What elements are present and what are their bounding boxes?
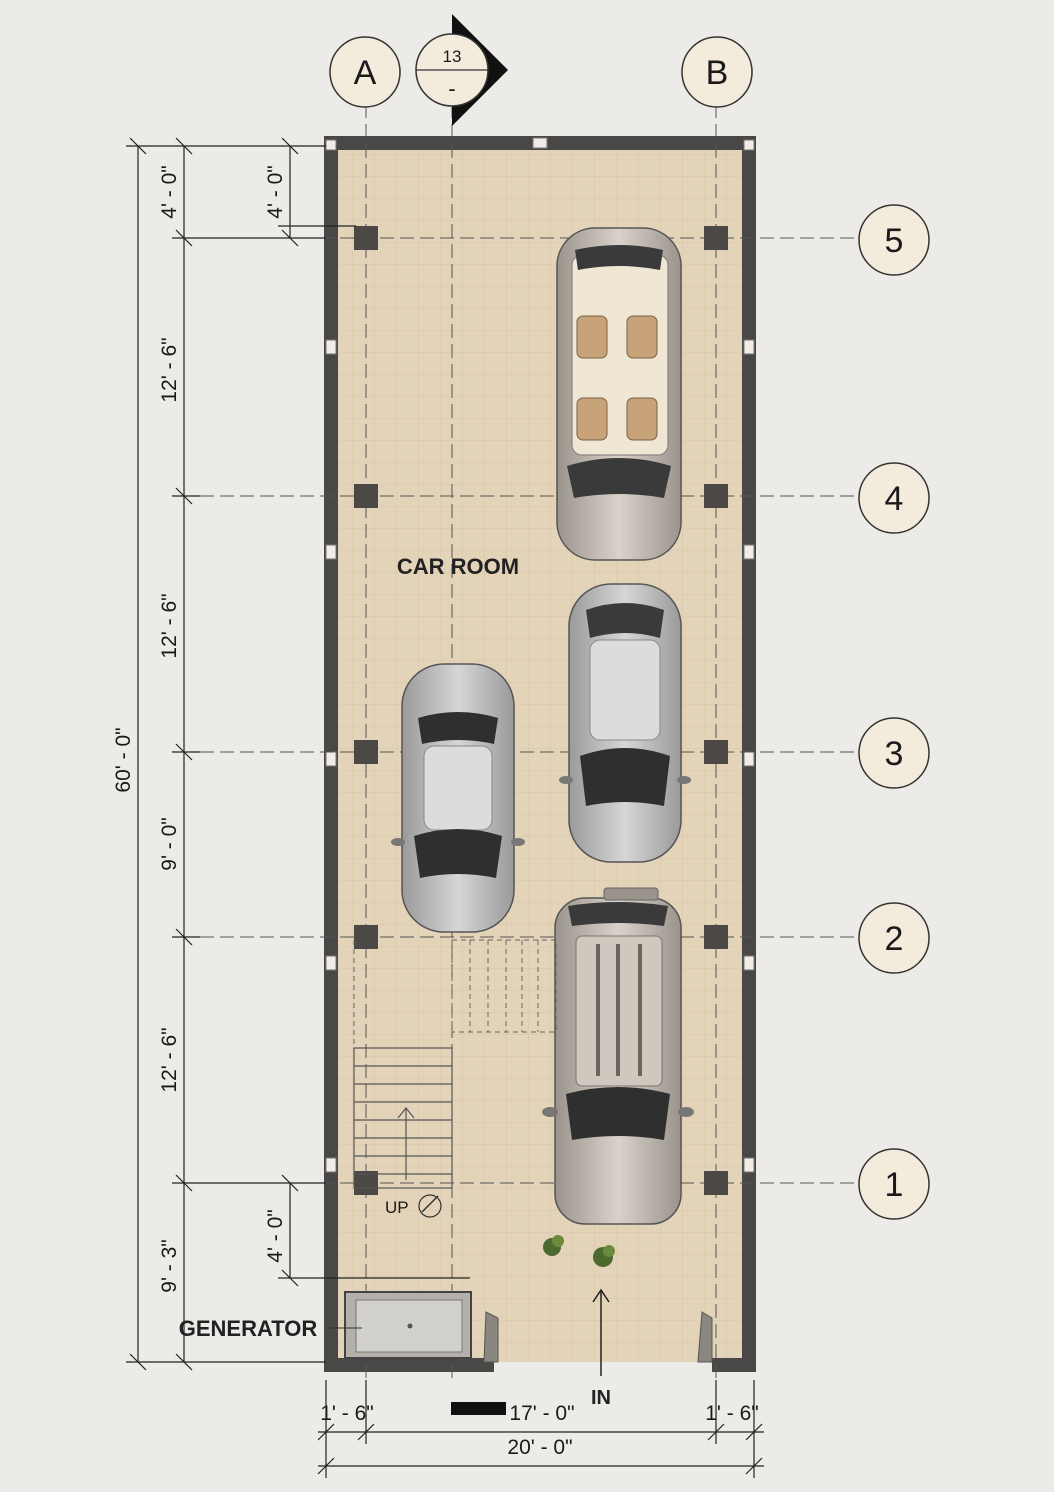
svg-text:B: B	[706, 54, 729, 92]
entry-label: IN	[591, 1387, 611, 1409]
dim-left-5: 9' - 3"	[158, 1239, 181, 1292]
staircase	[353, 1047, 453, 1189]
scale-bar	[451, 1402, 506, 1415]
dim-left-0: 4' - 0"	[158, 165, 181, 218]
grid-bubble-5: 5	[858, 204, 930, 276]
car-room-floor	[336, 146, 746, 1362]
left-dimension-texts: 60' - 0" 4' - 0" 12' - 6" 12' - 6" 9' - …	[112, 165, 287, 1292]
sedan-left-car	[391, 663, 525, 933]
grid-bubble-1: 1	[858, 1148, 930, 1220]
dim-bottom-right: 1' - 6"	[705, 1402, 758, 1425]
svg-text:-: -	[448, 76, 455, 101]
svg-text:13: 13	[443, 47, 462, 66]
dim-inner-bottom: 4' - 0"	[264, 1209, 287, 1262]
svg-text:A: A	[354, 54, 377, 92]
stair-upper-dashed	[353, 939, 557, 1048]
dim-bottom-left: 1' - 6"	[320, 1402, 373, 1425]
svg-text:3: 3	[885, 735, 904, 773]
left-dimension-lines	[126, 137, 470, 1371]
svg-text:1: 1	[885, 1166, 904, 1204]
entry-arrow-icon	[592, 1288, 610, 1376]
suv-car	[542, 887, 694, 1225]
car-room-label: CAR ROOM	[397, 554, 519, 579]
dim-overall-height: 60' - 0"	[112, 727, 135, 792]
minivan-car	[556, 227, 682, 561]
bottom-dimension-lines	[317, 1380, 764, 1478]
dim-inner-top: 4' - 0"	[264, 165, 287, 218]
sedan-right-car	[559, 583, 691, 863]
dim-bottom-center: 17' - 0"	[509, 1402, 574, 1425]
grid-bubble-a: A	[329, 36, 401, 108]
plant-icon	[543, 1235, 615, 1267]
grid-bubble-3: 3	[858, 717, 930, 789]
svg-text:5: 5	[885, 222, 904, 260]
grid-bubble-b: B	[681, 36, 753, 108]
generator-unit	[344, 1291, 472, 1359]
up-label: UP	[385, 1198, 409, 1217]
grid-bubble-4: 4	[858, 462, 930, 534]
grid-bubble-2: 2	[858, 902, 930, 974]
gate-posts	[483, 1311, 713, 1363]
dim-left-2: 12' - 6"	[158, 593, 181, 658]
dim-left-3: 9' - 0"	[158, 817, 181, 870]
section-marker: 13 -	[415, 14, 508, 126]
dim-overall-width: 20' - 0"	[507, 1436, 572, 1459]
dim-left-1: 12' - 6"	[158, 337, 181, 402]
dim-left-4: 12' - 6"	[158, 1027, 181, 1092]
svg-text:2: 2	[885, 920, 904, 958]
stair-direction-icon	[418, 1194, 442, 1218]
structural-columns	[354, 226, 728, 1195]
svg-text:4: 4	[885, 480, 904, 518]
generator-label: GENERATOR	[179, 1316, 318, 1341]
